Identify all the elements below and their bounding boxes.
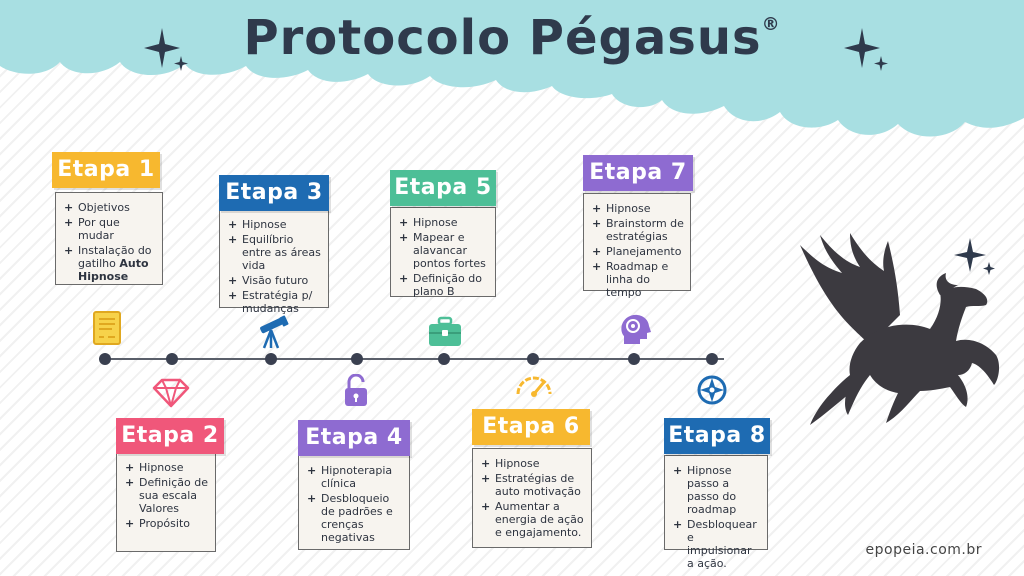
list-item: Desbloquear e impulsionar a ação. xyxy=(671,518,761,570)
step-5-badge: Etapa 5 xyxy=(390,170,496,206)
list-item: Mapear e alavancar pontos fortes xyxy=(397,231,489,270)
sparkle-icon xyxy=(954,238,995,275)
timeline-dot xyxy=(438,353,450,365)
list-item: Estratégia p/ mudanças xyxy=(226,289,322,315)
step-6-badge: Etapa 6 xyxy=(472,409,590,445)
telescope-icon xyxy=(260,315,289,349)
timeline-line xyxy=(104,358,724,360)
list-item: Equilíbrio entre as áreas vida xyxy=(226,233,322,272)
website-footer: epopeia.com.br xyxy=(865,542,982,558)
list-item: Hipnose passo a passo do roadmap xyxy=(671,464,761,516)
timeline-dot xyxy=(351,353,363,365)
timeline-dot xyxy=(166,353,178,365)
step-3-badge: Etapa 3 xyxy=(219,175,329,211)
speedometer-icon xyxy=(516,376,552,397)
step-6-card: Hipnose Estratégias de auto motivação Au… xyxy=(472,448,592,548)
list-item: Aumentar a energia de ação e engajamento… xyxy=(479,500,585,539)
document-certificate-icon xyxy=(93,311,121,345)
step-2-card: Hipnose Definição de sua escala Valores … xyxy=(116,452,216,552)
diamond-icon xyxy=(152,378,190,408)
list-item: Hipnose xyxy=(123,461,209,474)
timeline-dot xyxy=(706,353,718,365)
list-item: Brainstorm de estratégias xyxy=(590,217,684,243)
timeline-dot xyxy=(628,353,640,365)
timeline-dot xyxy=(99,353,111,365)
list-item: Hipnoterapia clínica xyxy=(305,464,403,490)
list-item: Objetivos xyxy=(62,201,156,214)
step-4-card: Hipnoterapia clínica Desbloqueio de padr… xyxy=(298,455,410,550)
timeline-dot xyxy=(527,353,539,365)
list-item: Planejamento xyxy=(590,245,684,258)
timeline-dot xyxy=(265,353,277,365)
list-item: Propósito xyxy=(123,517,209,530)
list-item: Definição do plano B xyxy=(397,272,489,298)
step-8-card: Hipnose passo a passo do roadmap Desbloq… xyxy=(664,455,768,570)
list-item: Definição de sua escala Valores xyxy=(123,476,209,515)
list-item: Hipnose xyxy=(397,216,489,229)
list-item: Hipnose xyxy=(479,457,585,470)
compass-icon xyxy=(697,375,727,405)
briefcase-icon xyxy=(429,316,461,346)
list-item: Estratégias de auto motivação xyxy=(479,472,585,498)
step-1-badge: Etapa 1 xyxy=(52,152,160,188)
brain-head-icon xyxy=(621,314,651,344)
sparkle-icon xyxy=(144,28,188,71)
step-2-badge: Etapa 2 xyxy=(116,418,224,454)
step-8-badge: Etapa 8 xyxy=(664,418,770,454)
list-item: Instalação do gatilho Auto Hipnose xyxy=(62,244,156,283)
page-title: Protocolo Pégasus® xyxy=(243,10,781,66)
cloud-header xyxy=(0,0,1024,137)
list-item: Desbloqueio de padrões e crenças negativ… xyxy=(305,492,403,544)
step-3-card: Hipnose Equilíbrio entre as áreas vida V… xyxy=(219,209,329,315)
step-4-badge: Etapa 4 xyxy=(298,420,410,456)
step-7-card: Hipnose Brainstorm de estratégias Planej… xyxy=(583,193,691,299)
list-item: Hipnose xyxy=(590,202,684,215)
step-5-card: Hipnose Mapear e alavancar pontos fortes… xyxy=(390,207,496,298)
step-1-card: Objetivos Por que mudar Instalação do ga… xyxy=(55,192,163,285)
step-7-badge: Etapa 7 xyxy=(583,155,693,191)
list-item: Visão futuro xyxy=(226,274,322,287)
sparkle-icon xyxy=(844,28,888,71)
trademark-symbol: ® xyxy=(761,14,781,35)
unlocked-padlock-icon xyxy=(345,374,367,406)
list-item: Por que mudar xyxy=(62,216,156,242)
list-item: Roadmap e linha do tempo xyxy=(590,260,684,299)
pegasus-illustration xyxy=(800,233,1000,425)
list-item: Hipnose xyxy=(226,218,322,231)
